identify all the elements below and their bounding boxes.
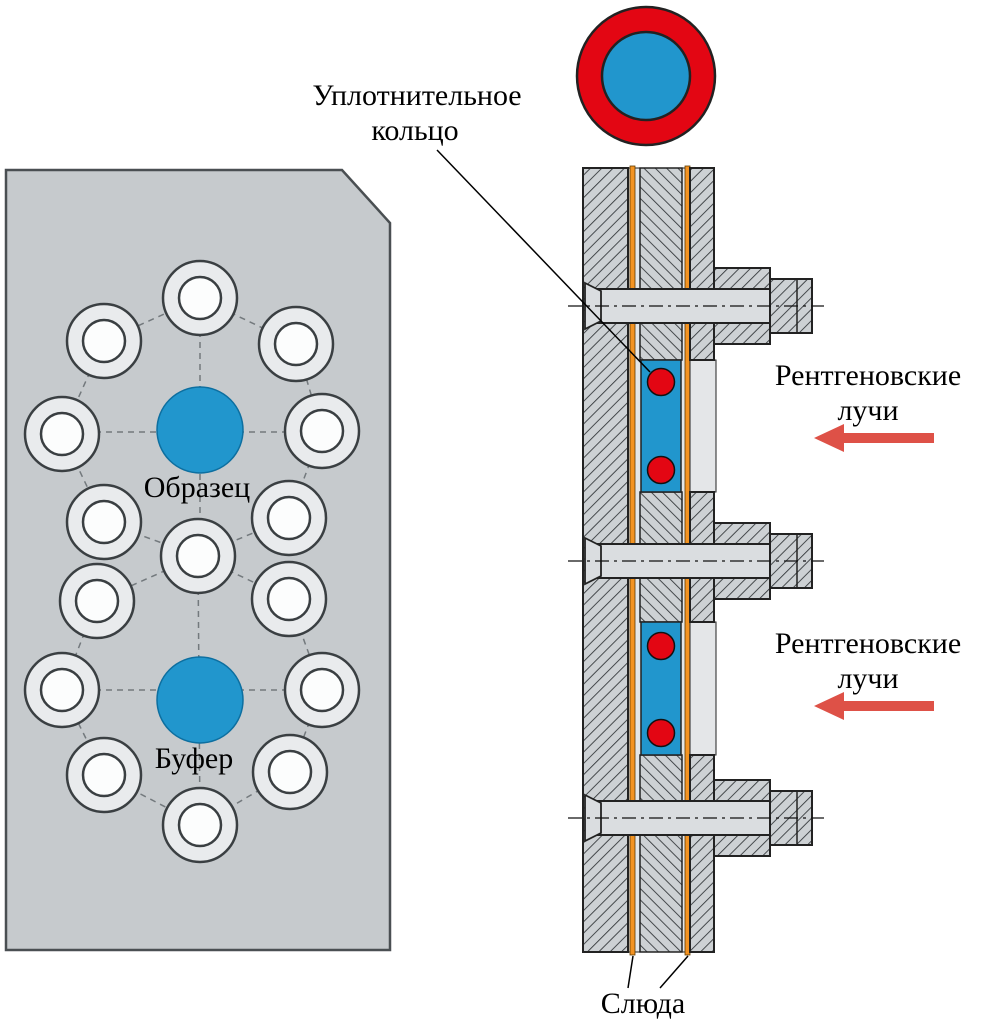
oring-seal bbox=[646, 718, 676, 748]
sealing-ring-label-line1: Уплотнительное bbox=[312, 79, 521, 112]
well bbox=[257, 305, 335, 383]
liquid-channels bbox=[640, 359, 682, 756]
spacer-block bbox=[639, 167, 683, 290]
spacer-block bbox=[639, 754, 683, 802]
spacer-block bbox=[639, 322, 683, 361]
well bbox=[250, 560, 328, 638]
buffer-cell-circle bbox=[156, 656, 244, 744]
xray-window-opening-top bbox=[689, 359, 717, 493]
xray-annotation-top: Рентгеновские лучи bbox=[775, 359, 961, 452]
bolt-countersink-head bbox=[584, 793, 602, 843]
right-plate-segment bbox=[689, 754, 715, 953]
center-spacer-blocks bbox=[639, 167, 683, 953]
well bbox=[161, 786, 239, 864]
sealing-ring-pointer-line bbox=[436, 149, 651, 373]
oring-top-view bbox=[575, 5, 717, 147]
bolt-countersink-head bbox=[584, 536, 602, 586]
well bbox=[58, 562, 136, 640]
sealing-ring-label-line2: кольцо bbox=[371, 114, 458, 147]
xray-annotation-bottom: Рентгеновские лучи bbox=[775, 627, 961, 720]
well bbox=[250, 479, 328, 557]
bolt-bottom bbox=[568, 790, 824, 846]
sample-plate-front-view: Образец Буфер bbox=[4, 168, 392, 952]
well bbox=[65, 483, 143, 561]
spacer-block bbox=[639, 491, 683, 545]
well bbox=[65, 302, 143, 380]
sample-label: Образец bbox=[144, 471, 250, 504]
xray-label-line2: лучи bbox=[837, 394, 898, 427]
spacer-block bbox=[639, 834, 683, 953]
bolt-middle bbox=[568, 533, 824, 589]
spacer-block bbox=[639, 577, 683, 623]
well bbox=[283, 651, 361, 729]
xray-arrow bbox=[814, 424, 934, 452]
well bbox=[251, 733, 329, 811]
xray-window-opening-bottom bbox=[689, 621, 717, 756]
oring-seal bbox=[646, 367, 676, 397]
sealing-ring-annotation: Уплотнительное кольцо bbox=[312, 79, 651, 373]
mica-pointer-line-left bbox=[627, 955, 634, 989]
mica-annotation: Слюда bbox=[601, 955, 689, 1020]
buffer-label: Буфер bbox=[155, 742, 234, 775]
xray-arrow bbox=[814, 692, 934, 720]
xray-label-line1: Рентгеновские bbox=[775, 627, 961, 660]
well-grid bbox=[23, 259, 361, 864]
well bbox=[159, 517, 237, 595]
well bbox=[283, 392, 361, 470]
sample-cell-circle bbox=[156, 386, 244, 474]
bolt-top bbox=[568, 278, 824, 334]
xray-label-line1: Рентгеновские bbox=[775, 359, 961, 392]
well bbox=[23, 395, 101, 473]
right-cover-plate bbox=[689, 167, 715, 953]
xray-label-line2: лучи bbox=[837, 662, 898, 695]
well bbox=[65, 736, 143, 814]
mica-label: Слюда bbox=[601, 987, 685, 1020]
oring-seal bbox=[646, 631, 676, 661]
cross-section-view bbox=[568, 165, 824, 956]
oring-inner-circle bbox=[600, 30, 692, 122]
oring-seal bbox=[646, 455, 676, 485]
well bbox=[23, 651, 101, 729]
well bbox=[161, 259, 239, 337]
mica-pointer-line-right bbox=[659, 955, 689, 989]
right-plate-segment bbox=[689, 167, 715, 361]
